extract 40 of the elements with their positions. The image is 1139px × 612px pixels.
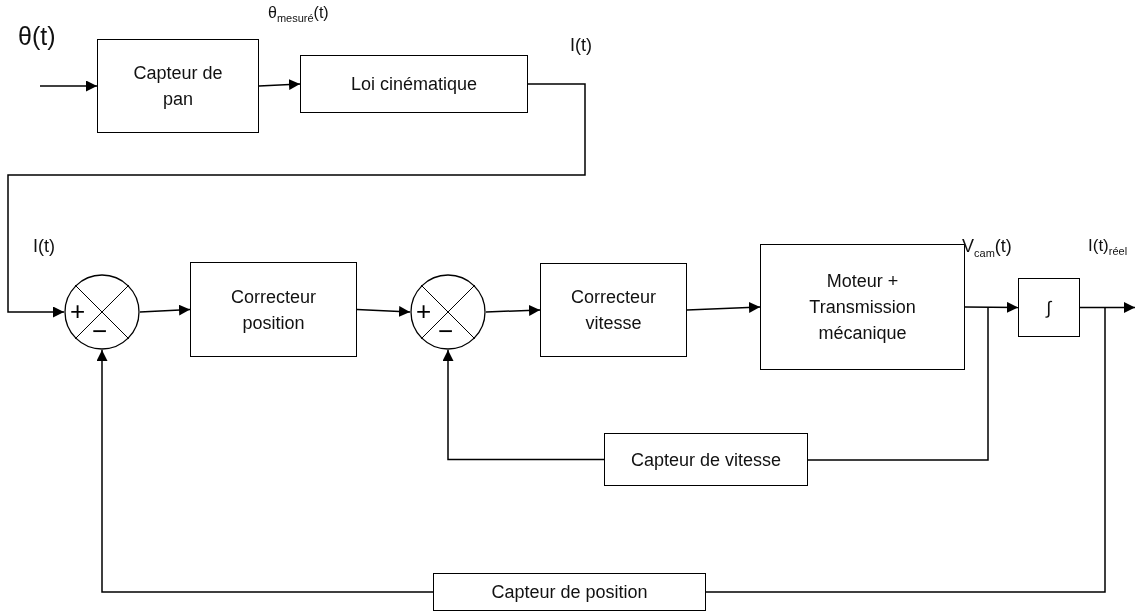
block-label: Correcteur vitesse — [570, 286, 657, 335]
signal-label: θ(t) — [18, 22, 56, 51]
arrow — [96, 349, 434, 593]
block-box — [1018, 278, 1080, 337]
block-box — [604, 433, 808, 486]
arrow — [1079, 302, 1136, 313]
arrow — [258, 79, 301, 91]
summing-junction — [410, 274, 486, 350]
signal-label: θ$_{mesuré}$(t) — [268, 4, 329, 25]
block-label: Capteur de pan — [132, 62, 224, 111]
plus-sign: + — [416, 298, 432, 324]
arrow — [964, 301, 1019, 313]
connector-line — [705, 306, 1106, 593]
block-box — [190, 262, 357, 357]
block-box — [540, 263, 687, 357]
minus-sign: − — [92, 318, 108, 344]
arrow — [442, 349, 605, 461]
signal-label: V$_{cam}$(t) — [962, 236, 1012, 259]
block-label: Loi cinématique — [350, 73, 478, 96]
plus-sign: + — [70, 298, 86, 324]
arrow — [39, 80, 98, 92]
arrow — [139, 304, 191, 316]
block-label: Capteur de vitesse — [630, 448, 782, 472]
block-box — [433, 573, 706, 611]
connector-line — [807, 306, 989, 461]
block-label: Moteur + Transmission mécanique — [808, 270, 917, 345]
arrow — [356, 306, 411, 317]
arrow — [485, 304, 541, 316]
block-box — [97, 39, 259, 133]
block-label: Capteur de position — [491, 581, 648, 604]
signal-label: I(t) — [570, 35, 592, 56]
arrow — [686, 301, 761, 313]
block-label: ∫ — [1046, 296, 1052, 320]
block-label: Correcteur position — [230, 285, 317, 335]
summing-junction — [64, 274, 140, 350]
block-box — [300, 55, 528, 113]
arrow — [7, 83, 586, 318]
minus-sign: − — [438, 318, 454, 344]
signal-label: I(t) — [33, 236, 55, 257]
signal-label: I(t)$_{réel}$ — [1088, 236, 1128, 258]
